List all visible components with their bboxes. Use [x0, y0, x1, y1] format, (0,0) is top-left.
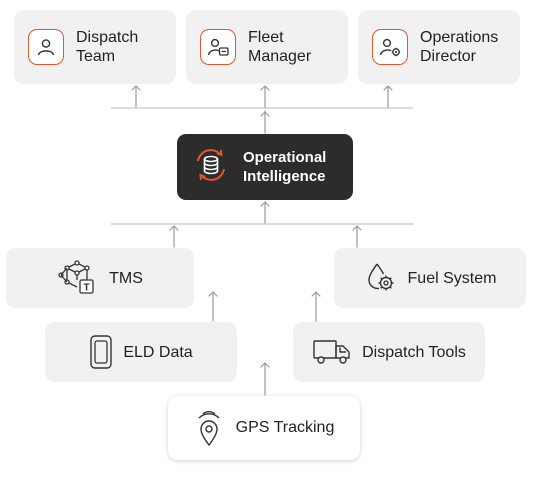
fuel-system-label: Fuel System	[407, 269, 497, 287]
tms-label: TMS	[109, 269, 143, 287]
fuel-gear-icon	[364, 261, 398, 295]
eld-data-label: ELD Data	[123, 343, 193, 361]
device-icon	[89, 334, 113, 370]
arrow-bus-to-hub	[260, 201, 270, 224]
arrow-tms-to-bus	[169, 225, 179, 248]
dispatch-tools-label: Dispatch Tools	[362, 343, 466, 361]
location-pin-icon	[194, 409, 224, 447]
dispatch-tools-card[interactable]: Dispatch Tools	[293, 322, 485, 382]
person-icon	[28, 29, 64, 65]
gps-tracking-card[interactable]: GPS Tracking	[168, 396, 360, 460]
arrow-eld-up	[208, 291, 218, 322]
arrow-hub-to-roles	[260, 110, 270, 134]
truck-icon	[312, 337, 352, 367]
arrow-to-dispatch-team	[131, 85, 141, 108]
eld-data-card[interactable]: ELD Data	[45, 322, 237, 382]
network-t-icon: T	[57, 260, 99, 296]
person-card-icon	[200, 29, 236, 65]
person-gear-icon	[372, 29, 408, 65]
tms-card[interactable]: T TMS	[6, 248, 194, 308]
svg-text:T: T	[84, 283, 90, 294]
gps-tracking-label: GPS Tracking	[235, 419, 335, 436]
fuel-system-card[interactable]: Fuel System	[334, 248, 526, 308]
arrow-to-fleet-manager	[260, 85, 270, 108]
arrow-gps-up	[260, 362, 270, 396]
database-sync-icon	[193, 147, 229, 188]
arrow-fuel-to-bus	[352, 225, 362, 248]
arrow-to-operations-director	[383, 85, 393, 108]
arrow-dispatch-tools-up	[311, 291, 321, 322]
